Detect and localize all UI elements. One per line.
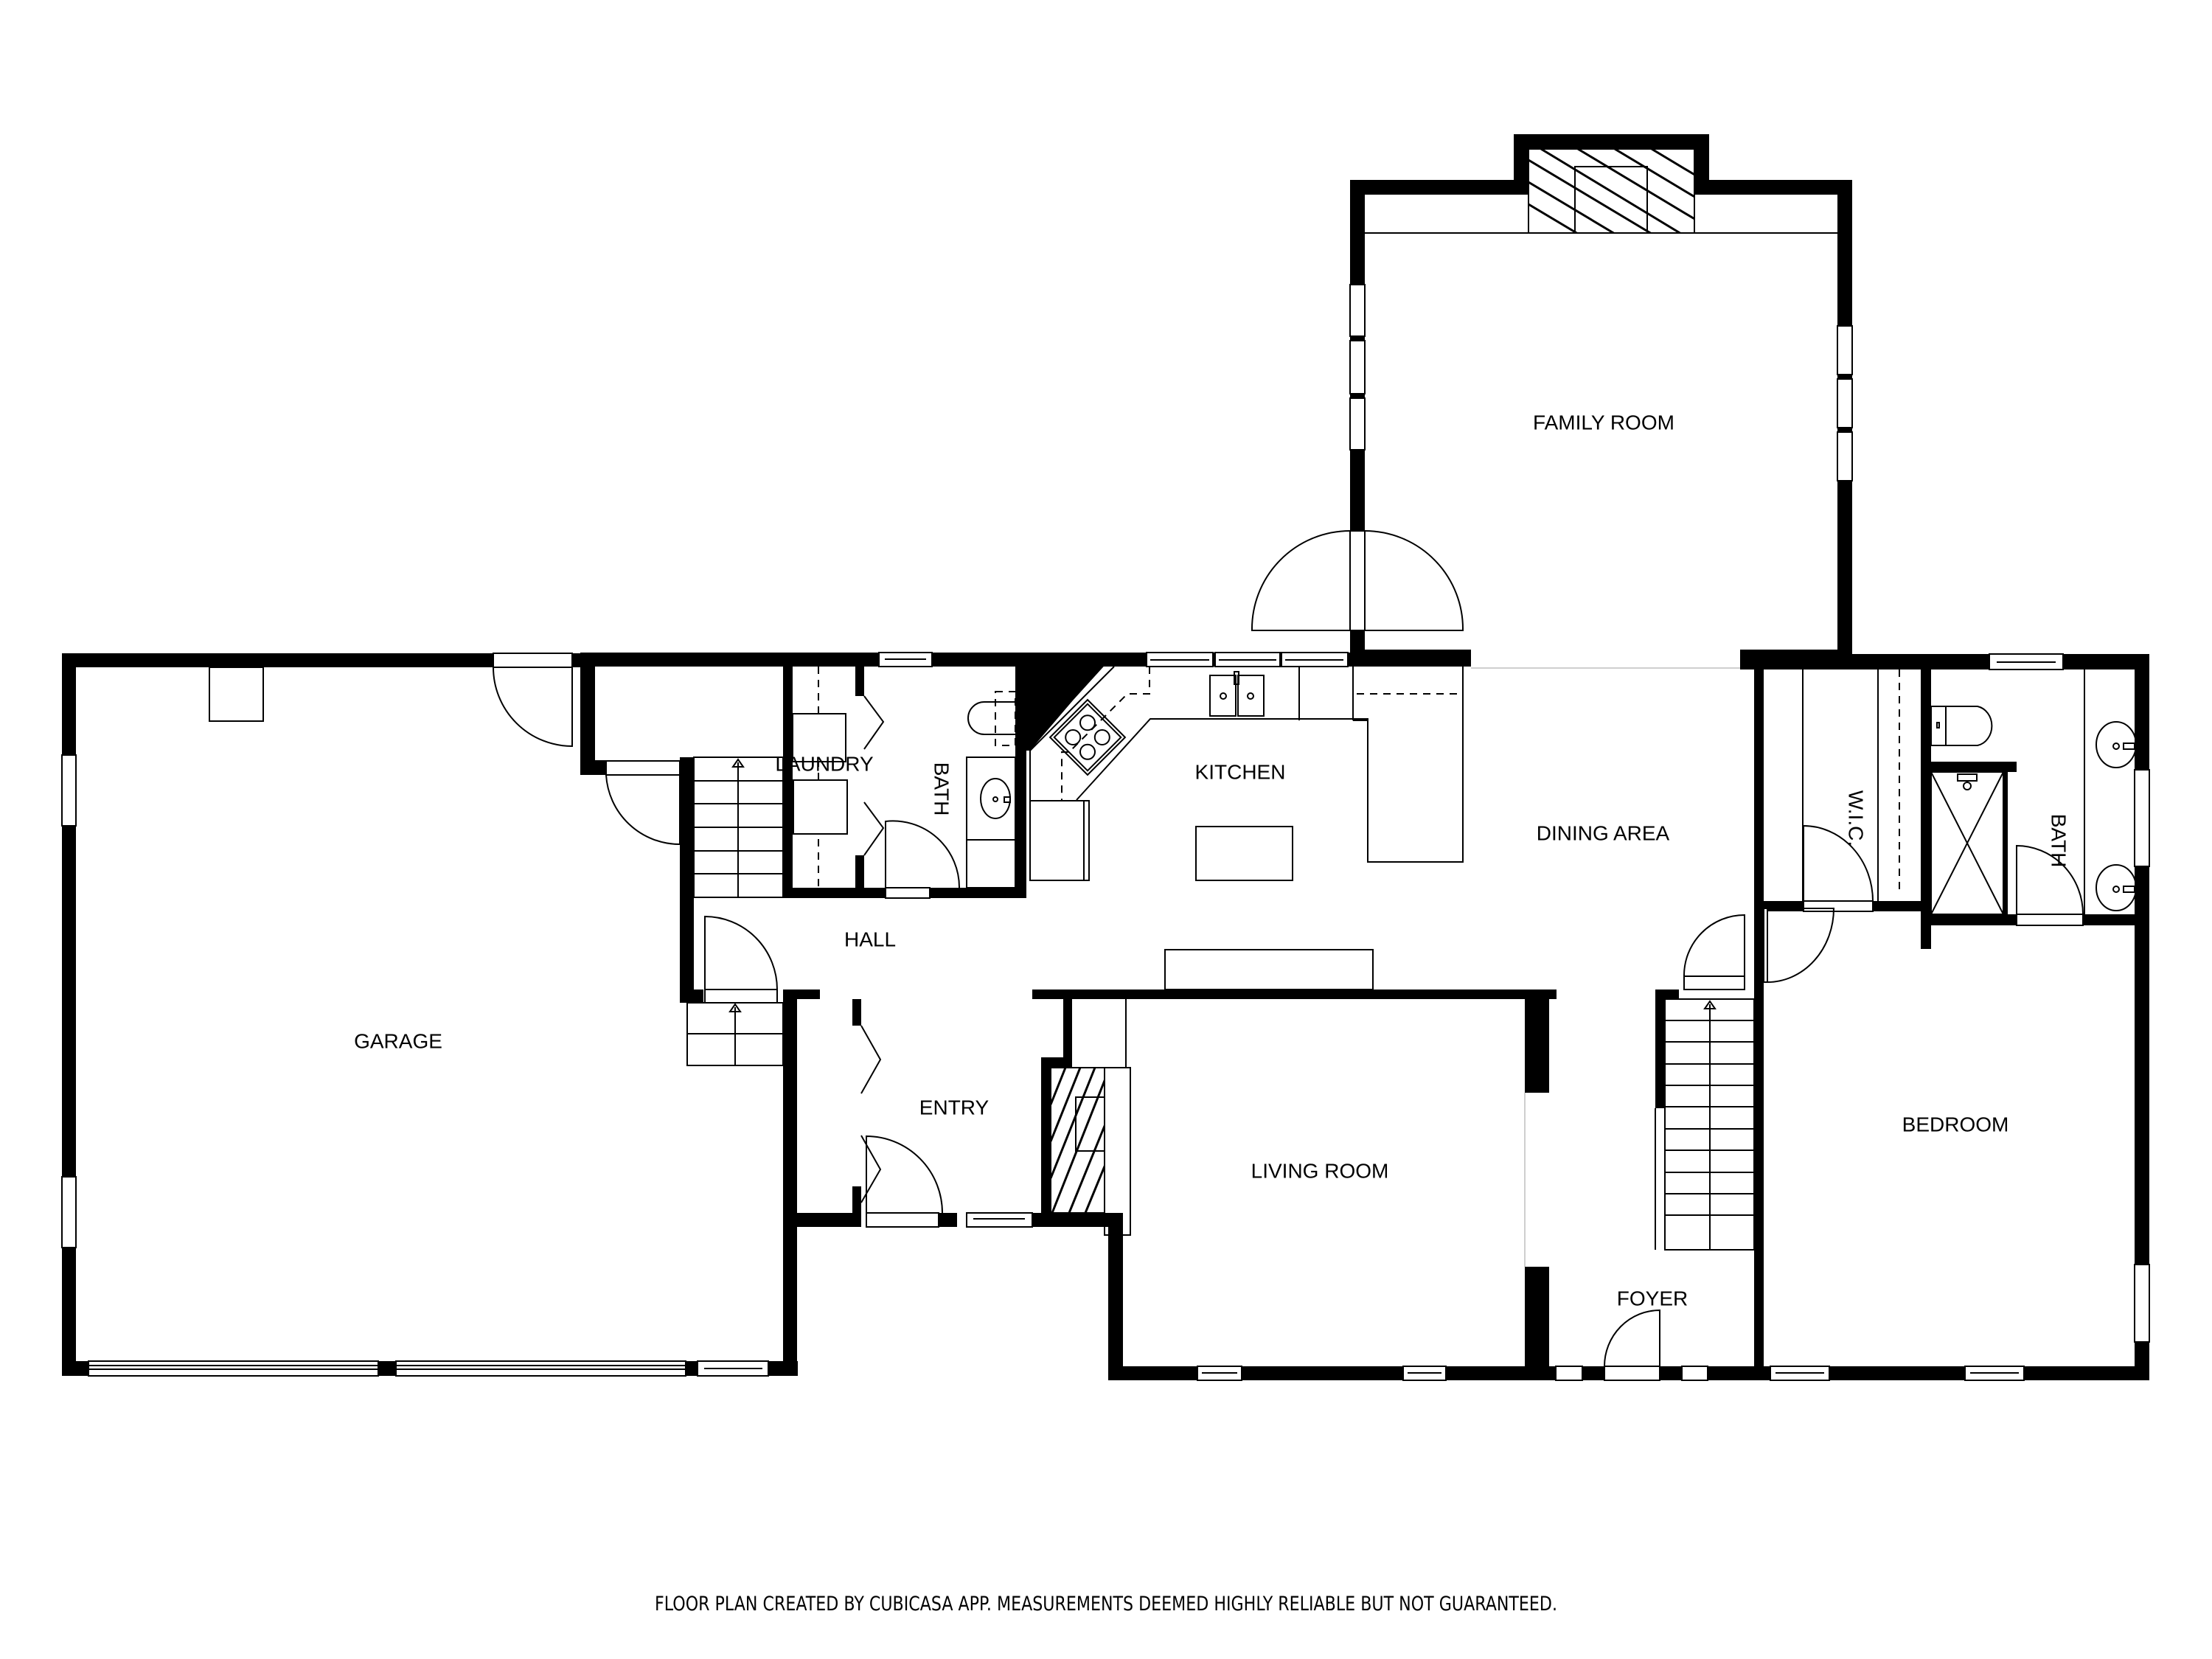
window-garage [61,1176,77,1248]
door-entry-exterior[interactable] [866,1135,943,1228]
label-bedroom: BEDROOM [1902,1113,2009,1135]
kitchen-corner-wall [1026,653,1116,751]
living-room-walls [1108,990,1549,1380]
label-laundry: LAUNDRY [775,752,874,775]
right-wing-top-wall [1740,654,2149,669]
stairs-garage [686,1002,784,1066]
kitchen-sink [1209,671,1265,717]
label-foyer: FOYER [1617,1287,1688,1310]
garage-shelf [209,667,264,722]
toilet-bath-1 [967,691,1016,746]
kitchen-island [1195,826,1293,881]
garage-door-right[interactable] [395,1360,686,1377]
bifold-door-laundry[interactable] [863,695,885,856]
vanity-bath-1 [966,757,1016,888]
fireplace-living-room [1050,1067,1131,1236]
stairs-up-hall [693,757,784,898]
label-hall: HALL [844,928,896,950]
window-kitchen [1146,652,1349,667]
window-entry [966,1212,1033,1228]
washer [792,713,846,762]
dining-sideboard [1164,949,1374,990]
kitchen-counter [1029,666,1464,863]
door-foyer-exterior[interactable] [1604,1309,1660,1381]
label-family-room: FAMILY ROOM [1533,411,1674,434]
shower-bath-2 [1930,771,2004,915]
window-family-right [1837,325,1853,481]
family-room-walls [1350,134,1852,667]
label-bath-2: BATH [2048,814,2070,868]
label-wic: W.I.C. [1845,790,1868,846]
bifold-door-entry[interactable] [860,1025,882,1203]
label-dining-area: DINING AREA [1537,821,1670,844]
kitchen-fridge [1029,800,1090,881]
toilet-bath-2 [1930,706,1993,746]
door-bedroom[interactable] [1763,908,1835,983]
disclaimer-footer: FLOOR PLAN CREATED BY CUBICASA APP. MEAS… [654,1593,1558,1615]
window-bedroom-side [2134,1264,2150,1343]
sink-bath-2-lower [2096,864,2137,911]
storage-walls [580,653,1082,1003]
fireplace-family-room [1528,148,1695,234]
window-family-left [1349,284,1366,451]
bath-1-walls [1015,653,1026,898]
label-bath-1: BATH [931,762,953,816]
window-bath-2-side [2134,769,2150,867]
window-garage [61,754,77,827]
french-door-family-room[interactable] [1251,530,1464,631]
bedroom-walls [1754,911,2149,1380]
bath-2-walls [1921,654,2149,1380]
window-foyer [1681,1366,1708,1381]
foyer-walls [1549,990,1764,1380]
label-kitchen: KITCHEN [1195,760,1286,783]
door-bath-2[interactable] [2016,844,2084,926]
label-entry: ENTRY [919,1096,990,1119]
room-labels: FAMILY ROOM GARAGE LAUNDRY BATH KITCHEN … [354,411,2070,1310]
door-hall-garage[interactable] [704,915,778,1004]
door-dining-hall[interactable] [1683,914,1745,990]
door-garage-exterior[interactable] [493,653,573,748]
sink-bath-2-upper [2096,721,2137,768]
stairs-foyer [1664,998,1755,1251]
window-foyer [1555,1366,1583,1381]
door-bath-1[interactable] [885,820,961,899]
garage-door-left[interactable] [88,1360,379,1377]
door-storage[interactable] [605,760,681,846]
laundry-walls [783,653,1026,898]
entry-walls [783,990,1534,1379]
label-garage: GARAGE [354,1029,442,1052]
cooktop [1048,698,1127,776]
dryer [793,779,848,835]
label-living-room: LIVING ROOM [1251,1159,1389,1182]
